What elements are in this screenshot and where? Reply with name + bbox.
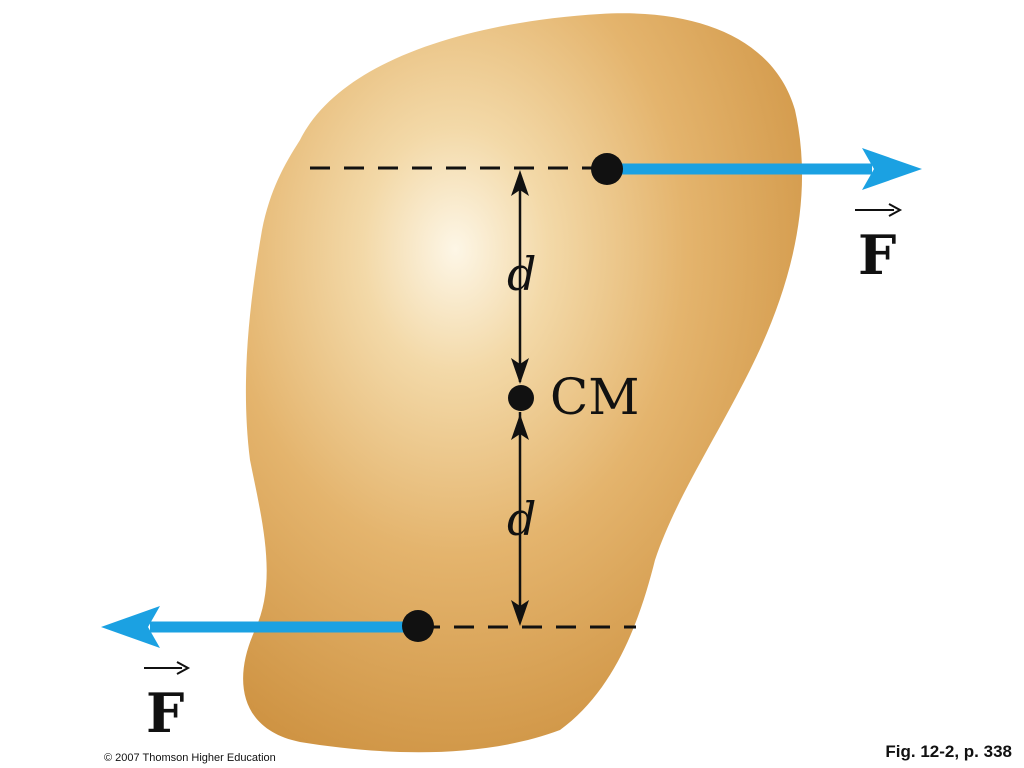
rigid-body <box>243 13 803 753</box>
top-force-label: F <box>858 223 896 287</box>
bottom-force-vector-label: F <box>144 661 191 745</box>
bottom-force-arrowhead <box>101 606 160 648</box>
center-of-mass-point <box>508 385 534 411</box>
lower-dimension-arrow-down <box>511 600 529 626</box>
upper-dimension-arrow-up <box>511 170 529 196</box>
upper-distance-label: d <box>507 247 536 301</box>
top-force-vector-label: F <box>855 203 903 287</box>
upper-dimension-arrow-down <box>511 358 529 384</box>
bottom-application-point <box>402 610 434 642</box>
bottom-force-label: F <box>146 681 184 745</box>
bottom-vector-arrow-head <box>176 661 191 675</box>
top-force-arrowhead <box>862 148 922 190</box>
lower-distance-label: d <box>507 492 536 546</box>
center-of-mass-label: CM <box>550 368 639 426</box>
figure-reference: Fig. 12-2, p. 338 <box>885 742 1012 761</box>
lower-dimension-arrow-up <box>511 414 529 440</box>
copyright-notice: © 2007 Thomson Higher Education <box>104 752 276 764</box>
top-application-point <box>591 153 623 185</box>
top-vector-arrow-head <box>888 203 903 217</box>
